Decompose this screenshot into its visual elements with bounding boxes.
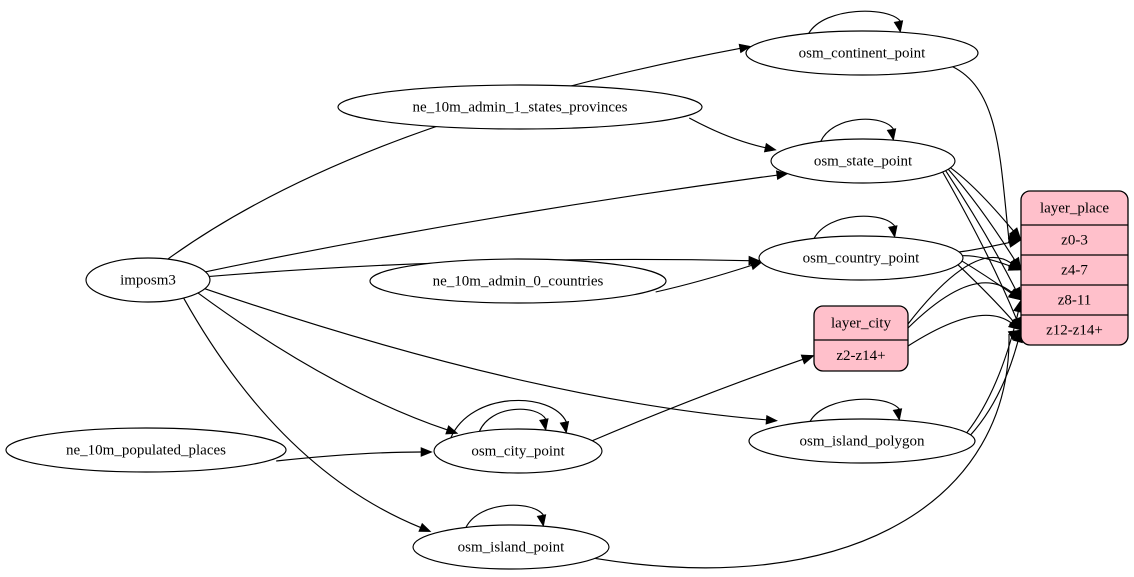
node-osm_state_point[interactable]: osm_state_point xyxy=(770,138,956,184)
edge-osm_country_point-to-layer_place-row3 xyxy=(957,264,1014,322)
node-shape-osm_continent_point xyxy=(745,30,979,76)
self-loop-osm_island_polygon xyxy=(809,398,900,422)
edge-osm_country_point-to-layer_place-row0 xyxy=(958,241,1010,253)
edge-arrowhead xyxy=(539,418,549,432)
edge-arrowhead xyxy=(445,425,459,435)
self-loop-osm_island_point xyxy=(465,504,544,528)
node-shape-osm_island_point xyxy=(412,524,610,570)
edge-arrowhead xyxy=(536,514,547,528)
edge-arrowhead xyxy=(886,128,897,142)
edge-osm_state_point-to-layer_place-row3 xyxy=(942,171,1017,320)
edge-osm_state_point-to-layer_place-row1 xyxy=(947,168,1016,261)
edge-arrowhead xyxy=(763,142,777,153)
edge-osm_island_polygon-to-layer_place-row3 xyxy=(970,341,1019,436)
self-loop-osm_country_point xyxy=(813,215,896,239)
edge-osm_island_polygon-to-layer_place-row2 xyxy=(966,311,1019,434)
edge-arrowhead xyxy=(893,20,904,34)
edge-arrowhead xyxy=(1007,258,1022,271)
edge-layer_city-to-layer_place-row1 xyxy=(907,256,1012,325)
record-box-layer_place xyxy=(1020,190,1129,346)
node-ne_10m_populated_places[interactable]: ne_10m_populated_places xyxy=(5,427,287,473)
node-shape-osm_state_point xyxy=(770,138,956,184)
node-shape-osm_island_polygon xyxy=(748,418,976,464)
edge-imposm3-to-osm_island_point xyxy=(182,297,421,528)
edge-imposm3-to-osm_state_point xyxy=(204,174,777,273)
node-osm_city_point[interactable]: osm_city_point xyxy=(433,428,603,474)
record-box-layer_city xyxy=(813,305,909,372)
edge-arrowhead xyxy=(1007,329,1022,341)
node-imposm3[interactable]: imposm3 xyxy=(85,257,211,303)
edge-arrowhead xyxy=(888,225,898,239)
edge-arrowhead xyxy=(420,447,433,457)
node-shape-ne_10m_populated_places xyxy=(5,427,287,473)
edge-imposm3-to-osm_city_point xyxy=(197,292,448,431)
self-loop-osm_continent_point xyxy=(808,10,901,34)
self-loop-osm_state_point xyxy=(820,118,894,142)
edge-arrowhead xyxy=(892,408,903,422)
node-shape-imposm3 xyxy=(85,257,211,303)
node-osm_island_polygon[interactable]: osm_island_polygon xyxy=(748,418,976,464)
node-osm_country_point[interactable]: osm_country_point xyxy=(758,235,964,281)
node-ne_10m_admin_1_states_provinces[interactable]: ne_10m_admin_1_states_provinces xyxy=(337,84,703,130)
edge-arrowhead xyxy=(1007,318,1022,331)
edge-arrowhead xyxy=(800,354,815,365)
node-ne_10m_admin_0_countries[interactable]: ne_10m_admin_0_countries xyxy=(369,258,667,304)
edge-osm_island_point-to-layer_place-row3 xyxy=(595,333,1010,569)
edge-ne_10m_admin_1_states_provinces-to-osm_state_point xyxy=(688,117,766,149)
edge-arrowhead xyxy=(765,414,779,425)
self-loop-osm_city_point xyxy=(478,408,547,432)
edge-osm_city_point-to-layer_city-row0 xyxy=(591,358,803,442)
node-shape-osm_city_point xyxy=(433,428,603,474)
node-shape-ne_10m_admin_0_countries xyxy=(369,258,667,304)
edge-layer_city-to-layer_place-row3 xyxy=(907,314,1012,347)
edge-imposm3-to-osm_continent_point xyxy=(166,47,740,261)
edge-arrowhead xyxy=(1007,237,1022,248)
edge-osm_state_point-to-layer_place-row0 xyxy=(950,167,1014,232)
edges-layer xyxy=(166,10,1024,569)
edge-osm_country_point-to-layer_place-row2 xyxy=(961,260,1012,294)
edge-arrowhead xyxy=(418,522,432,532)
edge-osm_continent_point-to-layer_place-row0 xyxy=(952,66,1010,241)
node-shape-osm_country_point xyxy=(758,235,964,281)
edge-osm_country_point-to-layer_place-row1 xyxy=(962,255,1010,267)
edge-ne_10m_admin_0_countries-to-osm_country_point xyxy=(655,264,752,293)
edge-osm_state_point-to-layer_place-row2 xyxy=(945,170,1017,290)
node-osm_island_point[interactable]: osm_island_point xyxy=(412,524,610,570)
edge-arrowhead xyxy=(559,421,570,434)
edge-layer_city-to-layer_place-row2 xyxy=(907,282,1013,329)
node-shape-ne_10m_admin_1_states_provinces xyxy=(337,84,703,130)
edge-imposm3-to-osm_island_polygon xyxy=(203,287,767,421)
nodes-layer: imposm3 ne_10m_admin_1_states_provincesne… xyxy=(5,30,1129,570)
self-loop-osm_city_point xyxy=(450,399,567,439)
edge-arrowhead xyxy=(1008,288,1022,301)
edge-arrowhead xyxy=(1009,227,1022,241)
node-osm_continent_point[interactable]: osm_continent_point xyxy=(745,30,979,76)
edge-arrowhead xyxy=(738,43,752,54)
edge-ne_10m_populated_places-to-osm_city_point xyxy=(276,451,422,462)
edge-arrowhead xyxy=(749,260,763,271)
